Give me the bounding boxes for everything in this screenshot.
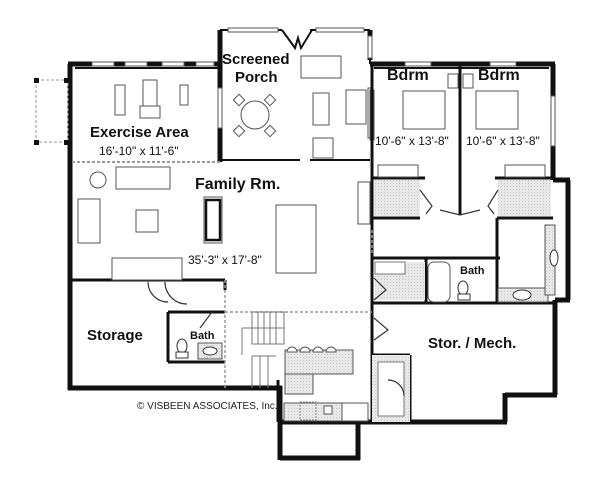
- room-label-bdrm-left: Bdrm: [387, 67, 429, 84]
- room-dim-bdrm-right: 10'-6" x 13'-8": [466, 134, 540, 148]
- kitchen-island: [284, 349, 354, 375]
- copyright-notice: © VISBEEN ASSOCIATES, Inc.: [137, 401, 278, 412]
- doors: [147, 189, 499, 397]
- room-dim-exercise-area: 16'-10" x 11'-6": [99, 144, 179, 158]
- room-dim-bdrm-left: 10'-6" x 13'-8": [375, 134, 449, 148]
- room-label-screened-porch: Screened: [222, 51, 290, 68]
- furniture: [77, 55, 546, 281]
- room-label-stor-mech: Stor. / Mech.: [428, 335, 517, 352]
- stairs: [241, 311, 285, 388]
- room-label-bath-lower: Bath: [190, 330, 215, 342]
- room-label-exercise-area: Exercise Area: [90, 124, 189, 141]
- room-label-storage: Storage: [87, 327, 143, 344]
- room-label-bath-upper: Bath: [460, 265, 485, 277]
- room-label-bdrm-right: Bdrm: [478, 67, 520, 84]
- exterior-deck: [35, 79, 69, 143]
- room-dim-family-rm: 35'-3" x 17'-8": [188, 253, 262, 267]
- room-label-screened-porch-2: Porch: [235, 69, 278, 86]
- room-label-family-rm: Family Rm.: [195, 176, 281, 193]
